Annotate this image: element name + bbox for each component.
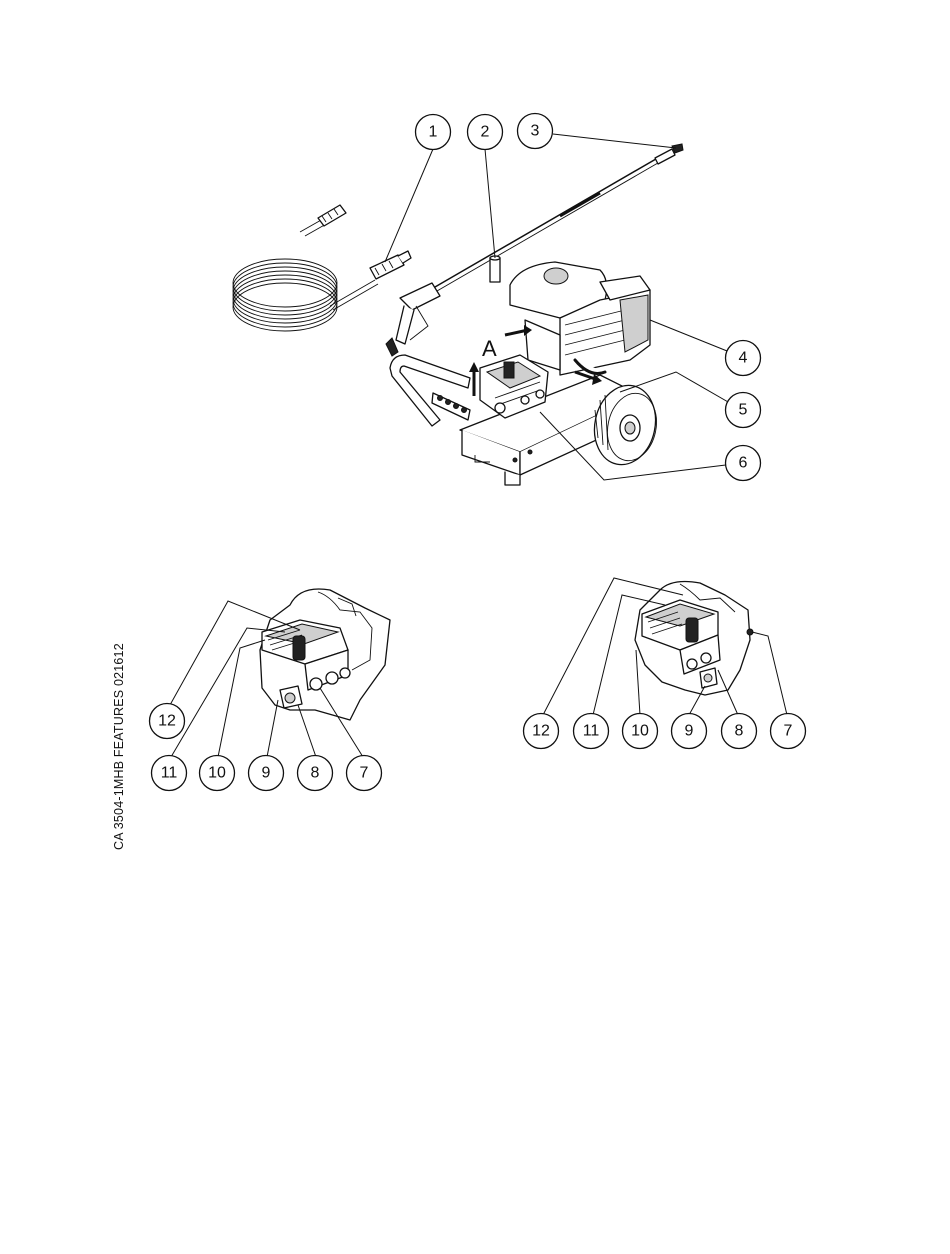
left-pump-illustration — [260, 589, 390, 720]
svg-text:6: 6 — [739, 455, 748, 472]
hose-coil — [233, 215, 378, 331]
right-pump-illustration — [635, 582, 753, 695]
right-callout-7: 7 — [771, 714, 806, 749]
svg-text:10: 10 — [631, 723, 649, 740]
left-callout-9: 9 — [249, 756, 284, 791]
svg-text:4: 4 — [739, 350, 748, 367]
right-callout-9: 9 — [672, 714, 707, 749]
spray-gun — [386, 283, 440, 356]
view-letter-a: A — [482, 336, 497, 361]
left-callout-8: 8 — [298, 756, 333, 791]
svg-text:2: 2 — [481, 124, 490, 141]
svg-text:7: 7 — [784, 723, 793, 740]
left-callout-7: 7 — [347, 756, 382, 791]
callout-1: 1 — [416, 115, 451, 150]
right-callout-8: 8 — [722, 714, 757, 749]
left-callout-12: 12 — [150, 704, 185, 739]
svg-text:10: 10 — [208, 765, 226, 782]
left-callout-11: 11 — [152, 756, 187, 791]
engine — [510, 262, 650, 375]
right-callout-12: 12 — [524, 714, 559, 749]
svg-text:1: 1 — [429, 124, 438, 141]
callout-2: 2 — [468, 115, 503, 150]
callout-3: 3 — [518, 114, 553, 149]
svg-text:12: 12 — [532, 723, 550, 740]
svg-text:9: 9 — [685, 723, 694, 740]
left-callout-10: 10 — [200, 756, 235, 791]
frame-handle — [390, 355, 470, 426]
svg-text:12: 12 — [158, 713, 176, 730]
svg-text:7: 7 — [360, 765, 369, 782]
hose-fitting-upper — [318, 205, 346, 226]
svg-text:11: 11 — [161, 765, 178, 782]
callout-5: 5 — [726, 393, 761, 428]
svg-text:5: 5 — [739, 402, 748, 419]
nozzle — [490, 256, 500, 282]
figure-caption: CA 3504-1MHB FEATURES 021612 — [112, 643, 126, 850]
right-callout-10: 10 — [623, 714, 658, 749]
svg-text:8: 8 — [735, 723, 744, 740]
svg-text:9: 9 — [262, 765, 271, 782]
hose-fitting-lower — [370, 251, 411, 279]
pressure-washer-illustration: A — [233, 144, 683, 485]
svg-text:11: 11 — [583, 723, 600, 740]
svg-text:8: 8 — [311, 765, 320, 782]
callout-6: 6 — [726, 446, 761, 481]
svg-text:3: 3 — [531, 123, 540, 140]
callout-4: 4 — [726, 341, 761, 376]
right-callout-11: 11 — [574, 714, 609, 749]
